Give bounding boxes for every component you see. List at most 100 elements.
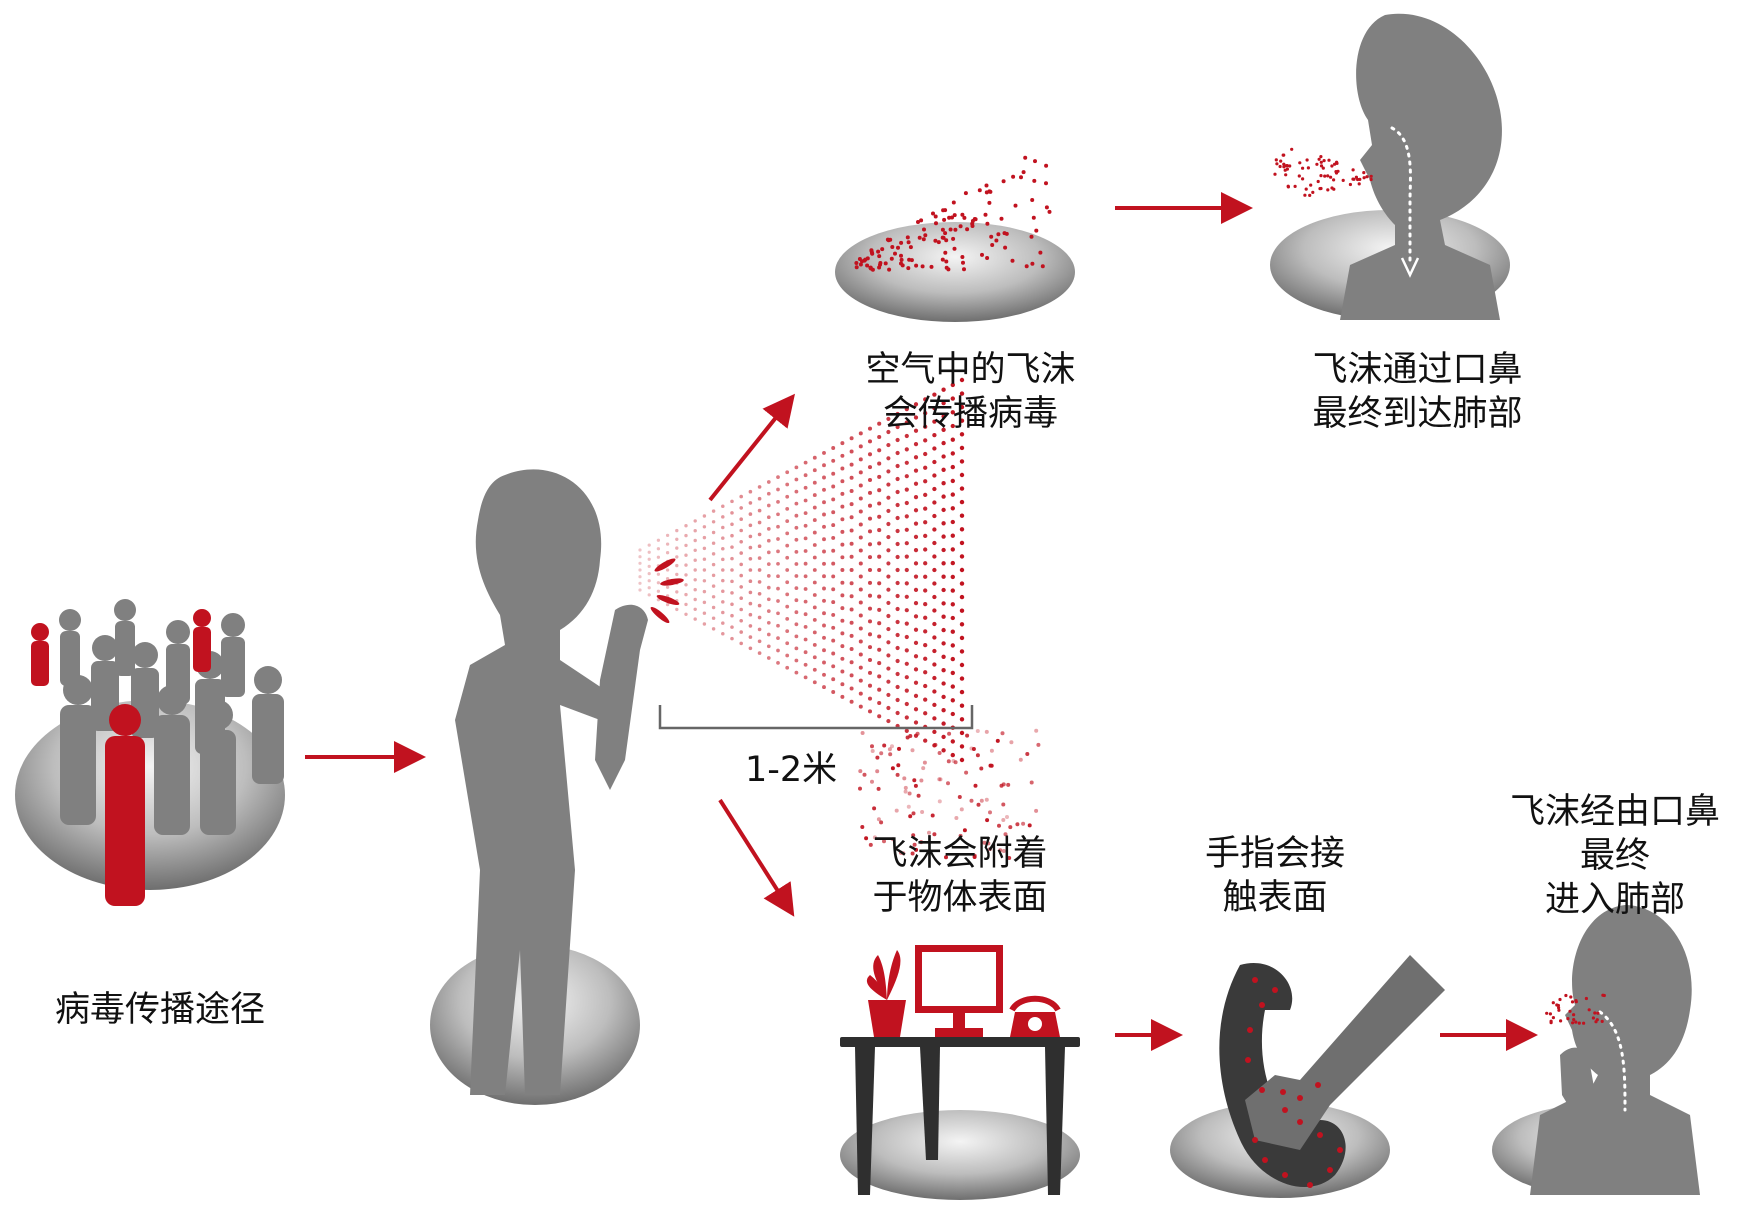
droplet-dot: [831, 510, 836, 515]
droplet-dot: [932, 675, 937, 681]
droplet-dot: [877, 554, 882, 559]
droplet-dot: [803, 574, 808, 579]
surface-illustration: [840, 728, 1080, 1200]
droplet-dot: [665, 602, 670, 607]
droplet-dot: [794, 550, 799, 554]
droplet-dot: [891, 837, 895, 842]
droplet-dot: [1259, 1002, 1265, 1008]
droplet-dot: [794, 586, 799, 590]
droplet-dot: [812, 667, 817, 672]
person-icon: [252, 666, 284, 784]
droplet-dot: [831, 446, 836, 450]
droplet-dot: [923, 574, 928, 579]
droplet-dot: [944, 238, 949, 243]
droplet-dot: [904, 594, 909, 599]
droplet-dot: [766, 609, 771, 613]
droplet-dot: [1001, 849, 1006, 853]
droplet-dot: [913, 783, 918, 788]
droplet-dot: [675, 563, 679, 568]
droplet-dot: [840, 491, 845, 496]
droplet-dot: [860, 731, 865, 735]
face-head-silhouette: [1530, 905, 1700, 1195]
droplet-dot: [840, 618, 845, 623]
airway-dotted-line: [1390, 126, 1412, 267]
droplet-dot: [766, 527, 771, 531]
droplet-dot: [1303, 193, 1307, 197]
droplet-dot: [886, 535, 891, 540]
surface-caption: 飞沫会附着 于物体表面: [865, 832, 1055, 920]
droplet-dot: [766, 632, 771, 637]
droplet-dot: [913, 707, 919, 712]
droplet-dot: [812, 617, 817, 622]
droplet-dot: [905, 235, 910, 240]
droplet-dot: [656, 538, 661, 542]
droplet-dot: [957, 795, 962, 799]
droplet-dot: [822, 672, 826, 677]
droplet-dot: [858, 548, 863, 553]
droplet-dot: [739, 551, 743, 555]
droplet-dot: [785, 665, 790, 670]
droplet-dot: [907, 791, 912, 796]
droplet-dot: [958, 224, 963, 229]
droplet-dot: [931, 211, 935, 216]
droplet-dot: [849, 607, 854, 612]
droplet-dot: [886, 692, 891, 697]
droplet-dot: [730, 511, 734, 515]
droplet-dot: [721, 525, 725, 530]
touch-caption-line1: 手指会接: [1204, 834, 1345, 874]
droplet-dot: [757, 603, 762, 608]
droplet-dot: [1315, 162, 1319, 166]
droplet-dot: [757, 520, 762, 525]
droplet-dot: [812, 630, 817, 635]
droplet-dot: [638, 561, 642, 565]
droplet-dot: [748, 635, 753, 639]
droplet-dot: [950, 684, 955, 689]
droplet-dot: [877, 501, 882, 506]
droplet-dot: [923, 601, 928, 607]
droplet-dot: [730, 636, 734, 641]
droplet-dot: [917, 235, 922, 240]
droplet-dot: [1341, 178, 1345, 182]
droplet-dot: [1001, 782, 1006, 787]
droplet-dot: [920, 264, 925, 269]
droplet-dot: [984, 729, 989, 734]
droplet-dot: [1000, 731, 1005, 736]
droplet-dot: [776, 487, 780, 492]
droplet-dot: [959, 527, 965, 532]
droplet-dot: [959, 472, 965, 478]
droplet-dot: [675, 537, 679, 541]
droplet-dot: [867, 426, 873, 431]
droplet-dot: [986, 841, 991, 846]
droplet-dot: [1545, 1011, 1549, 1015]
droplet-dot: [721, 610, 725, 615]
contaminated-dots: [1245, 977, 1343, 1188]
droplet-dot: [757, 508, 762, 513]
droplet-dot: [831, 638, 836, 643]
droplet-dot: [739, 641, 743, 646]
droplet-dot: [1273, 172, 1277, 176]
droplet-dot: [941, 748, 946, 753]
droplet-dot: [950, 423, 955, 429]
droplet-dot: [757, 556, 762, 560]
droplet-dot: [1034, 228, 1039, 233]
droplet-dot: [959, 567, 965, 573]
droplet-dot: [840, 606, 845, 611]
droplet-dot: [1027, 823, 1032, 828]
droplet-dot: [877, 474, 882, 479]
droplet-dot: [1044, 163, 1049, 168]
droplet-dot: [693, 568, 697, 572]
droplet-dot: [748, 601, 753, 606]
droplet-dot: [923, 533, 928, 539]
droplet-dot: [693, 528, 697, 533]
droplet-dot: [1327, 1167, 1333, 1173]
droplet-dot: [965, 227, 970, 232]
droplet-dot: [858, 444, 863, 449]
droplet-dot: [776, 611, 780, 616]
droplet-dot: [941, 534, 946, 539]
droplet-dot: [794, 658, 799, 663]
droplet-dot: [877, 528, 882, 533]
droplet-dot: [885, 237, 890, 242]
droplet-dot: [785, 555, 790, 560]
droplet-dot: [1282, 1172, 1288, 1178]
droplet-dot: [938, 777, 943, 782]
